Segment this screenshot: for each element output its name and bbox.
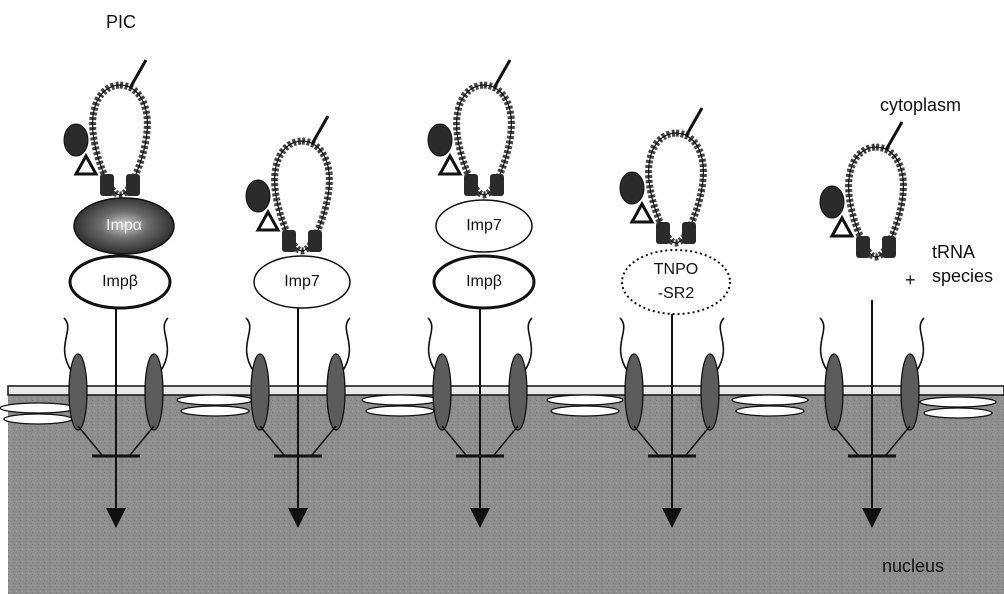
integrase-protein [820,186,844,218]
integrase-protein [246,180,270,212]
pore-filament [716,318,724,372]
envelope-lobe [366,406,434,416]
receptor-label-imp7-2: Imp7 [466,217,502,235]
envelope-lobe [181,406,249,416]
matrix-protein [282,230,296,252]
receptor-label-tnpo-line2: -SR2 [658,285,694,303]
envelope-lobe [0,403,76,413]
receptor-label-impa: Impα [106,217,142,235]
triangle-protein [632,204,652,222]
triangle-protein [258,212,278,230]
pore-subunit [825,354,843,430]
receptor-tnpo-sr2 [622,250,730,314]
matrix-protein [126,174,140,196]
envelope-lobe [736,406,804,416]
envelope-lobe [362,395,438,405]
integrase-protein [64,124,88,156]
pic-complex-2 [246,116,329,252]
envelope-lobe [920,397,996,407]
dna-end [312,116,328,144]
trna-label-line1: tRNA [932,242,975,263]
pore-subunit [901,354,919,430]
receptor-label-impb-1: Impβ [102,273,138,291]
envelope-lobe [177,395,253,405]
matrix-protein [682,222,696,244]
integrase-protein [428,124,452,156]
matrix-protein [882,236,896,258]
cytoplasm-label: cytoplasm [880,95,961,116]
matrix-protein [308,230,322,252]
receptor-label-imp7-1: Imp7 [284,273,320,291]
pic-label: PIC [106,12,136,33]
envelope-lobe [4,414,72,424]
pore-subunit [625,354,643,430]
pic-complex-4 [620,108,703,244]
nucleus-label: nucleus [882,556,944,577]
envelope-lobe [924,408,992,418]
triangle-protein [832,218,852,236]
envelope-lobe [732,395,808,405]
pore-filament [428,318,436,372]
pic-complex-5 [820,122,903,258]
pore-subunit [251,354,269,430]
envelope-lobe [551,406,619,416]
pic-complex-1 [64,60,147,196]
matrix-protein [464,174,478,196]
pore-subunit [69,354,87,430]
pore-filament [620,318,628,372]
plus-sign: + [905,270,916,291]
pore-subunit [327,354,345,430]
matrix-protein [856,236,870,258]
pore-filament [64,318,72,372]
pore-subunit [509,354,527,430]
envelope-lobe [547,395,623,405]
receptor-label-tnpo-line1: TNPO [654,261,698,279]
pore-filament [820,318,828,372]
pore-subunit [701,354,719,430]
dna-end [130,60,146,88]
pore-filament [342,318,350,372]
pic-complex-3 [428,60,511,196]
matrix-protein [656,222,670,244]
matrix-protein [100,174,114,196]
triangle-protein [76,156,96,174]
pore-filament [524,318,532,372]
integrase-protein [620,172,644,204]
triangle-protein [440,156,460,174]
receptor-label-impb-2: Impβ [466,273,502,291]
matrix-protein [490,174,504,196]
dna-end [686,108,702,136]
pore-filament [916,318,924,372]
pore-filament [246,318,254,372]
dna-end [886,122,902,150]
pore-subunit [433,354,451,430]
pore-filament [160,318,168,372]
dna-end [494,60,510,88]
pore-subunit [145,354,163,430]
trna-label-line2: species [932,266,993,287]
